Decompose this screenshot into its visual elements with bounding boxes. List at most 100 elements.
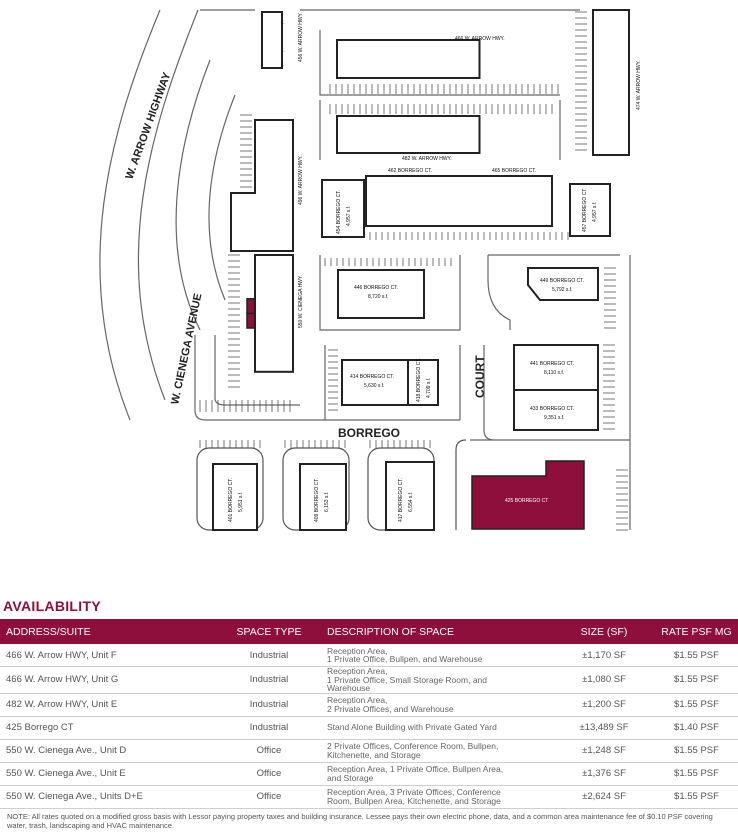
- header-space-type: SPACE TYPE: [217, 619, 321, 644]
- label-433: 433 BORREGO CT.: [530, 406, 574, 412]
- cell-rate: $1.55 PSF: [655, 666, 738, 694]
- availability-title: AVAILABILITY: [3, 598, 101, 614]
- cell-rate: $1.55 PSF: [655, 785, 738, 809]
- label-457: 457 BORREGO CT.: [582, 188, 588, 232]
- building-outline: [254, 254, 294, 373]
- building-449: [527, 267, 599, 301]
- label-401: 401 BORREGO CT.: [228, 478, 234, 522]
- cell-description: Reception Area, 3 Private Offices, Confe…: [321, 785, 553, 809]
- building-409: [299, 463, 347, 531]
- building-446: [337, 269, 425, 319]
- building-456-arrow: A1,262 s.f.B972 s.f.C1,104 s.f.D1,200 s.…: [261, 11, 285, 69]
- cell-address: 482 W. Arrow HWY, Unit E: [0, 693, 217, 717]
- label-465: 465 BORREGO CT.: [492, 168, 536, 174]
- header-size: SIZE (SF): [553, 619, 655, 644]
- building-outline: [336, 39, 481, 79]
- cell-space-type: Office: [217, 785, 321, 809]
- cell-space-type: Industrial: [217, 644, 321, 667]
- parking-stripes: [199, 11, 628, 531]
- label-409: 409 BORREGO CT.: [314, 478, 320, 522]
- label-441-sf: 8,110 s.f.: [544, 370, 564, 376]
- cell-space-type: Industrial: [217, 693, 321, 717]
- label-454: 454 BORREGO CT.: [336, 190, 342, 234]
- cell-description: Reception Area, 1 Private Office, Bullpe…: [321, 762, 553, 786]
- lot-425: [455, 439, 467, 530]
- cell-size: ±2,624 SF: [553, 785, 655, 809]
- parking-curb: [319, 255, 461, 331]
- label-456: 456 W. ARROW HWY.: [298, 12, 304, 62]
- label-401-sf: 5,951 s.f.: [238, 491, 244, 512]
- cell-description: Stand Alone Building with Private Gated …: [321, 716, 553, 740]
- label-449-sf: 5,792 s.f.: [552, 287, 573, 293]
- label-496: 496 W. ARROW HWY.: [298, 155, 304, 205]
- street-label-court: COURT: [473, 355, 487, 398]
- cell-rate: $1.55 PSF: [655, 693, 738, 717]
- building-outline: [261, 11, 283, 69]
- header-rate: RATE PSF MG: [655, 619, 738, 644]
- label-417: 417 BORREGO CT.: [398, 478, 404, 522]
- label-446: 446 BORREGO CT.: [354, 285, 398, 291]
- building-outline: [592, 9, 630, 156]
- label-417-sf: 6,554 s.f.: [408, 491, 414, 512]
- cell-address: 466 W. Arrow HWY, Unit G: [0, 666, 217, 694]
- label-466: 466 W. ARROW HWY.: [455, 36, 505, 42]
- building-462-465-borrego: A2,709 s.f.B2,856 s.f.C2,520 s.f.D2,520 …: [365, 175, 553, 227]
- building-496-arrow: A1,000 s.f.B1,160 s.f.C1,488 s.f.D1,224 …: [230, 119, 294, 252]
- cell-rate: $1.55 PSF: [655, 762, 738, 786]
- building-454: [321, 179, 365, 238]
- cell-size: ±1,080 SF: [553, 666, 655, 694]
- header-description: DESCRIPTION OF SPACE: [321, 619, 553, 644]
- building-466-arrow: A2,240 s.f.B1,526 s.f.C1,280 s.f.D1,440 …: [336, 39, 481, 79]
- table-header-row: ADDRESS/SUITE SPACE TYPE DESCRIPTION OF …: [0, 619, 738, 644]
- building-418: [407, 359, 439, 406]
- cell-description: Reception Area, 1 Private Office, Small …: [321, 666, 553, 694]
- cell-space-type: Industrial: [217, 666, 321, 694]
- cell-size: ±1,248 SF: [553, 739, 655, 763]
- building-425-available: [471, 460, 585, 530]
- building-417: [385, 461, 435, 531]
- cell-rate: $1.55 PSF: [655, 739, 738, 763]
- building-outline: [365, 175, 553, 227]
- building-474-arrow: A1,584 s.f.B1,152 s.f.C960 s.f.D1,152 s.…: [592, 9, 630, 156]
- building-457: [569, 183, 611, 237]
- label-441: 441 BORREGO CT.: [530, 361, 574, 367]
- label-425: 425 BORREGO CT: [505, 498, 548, 504]
- cell-address: 466 W. Arrow HWY, Unit F: [0, 644, 217, 667]
- label-474: 474 W. ARROW HWY.: [636, 60, 642, 110]
- roads: [99, 9, 631, 530]
- parking-curb: [319, 30, 560, 96]
- building-433: [513, 389, 599, 431]
- cell-description: Reception Area, 1 Private Office, Bullpe…: [321, 644, 553, 667]
- label-449: 449 BORREGO CT.: [540, 278, 584, 284]
- cell-rate: $1.40 PSF: [655, 716, 738, 740]
- pricing-note: NOTE: All rates quoted on a modified gro…: [7, 812, 713, 830]
- label-409-sf: 6,153 s.f.: [324, 491, 330, 512]
- site-plan: W. ARROW HIGHWAY W. CIENEGA AVENUE BORRE…: [99, 9, 642, 531]
- label-414: 414 BORREGO CT.: [350, 374, 394, 380]
- cell-address: 550 W. Cienega Ave., Unit E: [0, 762, 217, 786]
- parking-curb: [487, 254, 620, 330]
- cell-address: 550 W. Cienega Ave., Unit D: [0, 739, 217, 763]
- cell-size: ±1,170 SF: [553, 644, 655, 667]
- label-446-sf: 8,720 s.f.: [368, 294, 389, 300]
- building-outline: [230, 119, 294, 252]
- label-482: 482 W. ARROW HWY.: [402, 156, 452, 162]
- label-550: 550 W. CIENEGA HWY.: [298, 275, 304, 328]
- label-433-sf: 9,351 s.f.: [544, 415, 565, 421]
- header-address: ADDRESS/SUITE: [0, 619, 217, 644]
- availability-table: ADDRESS/SUITE SPACE TYPE DESCRIPTION OF …: [0, 619, 738, 809]
- label-454-sf: 4,957 s.f.: [346, 205, 352, 226]
- cell-address: 425 Borrego CT: [0, 716, 217, 740]
- building-482-arrow: M1,380 s.f.L1,380 s.f.K1,380 s.f.J1,378 …: [336, 115, 481, 154]
- label-418-sf: 4,709 s.f.: [426, 377, 432, 398]
- cell-size: ±13,489 SF: [553, 716, 655, 740]
- label-457-sf: 4,957 s.f.: [592, 201, 598, 222]
- cell-rate: $1.55 PSF: [655, 644, 738, 667]
- building-414: [341, 359, 409, 406]
- cell-size: ±1,376 SF: [553, 762, 655, 786]
- cell-description: 2 Private Offices, Conference Room, Bull…: [321, 739, 553, 763]
